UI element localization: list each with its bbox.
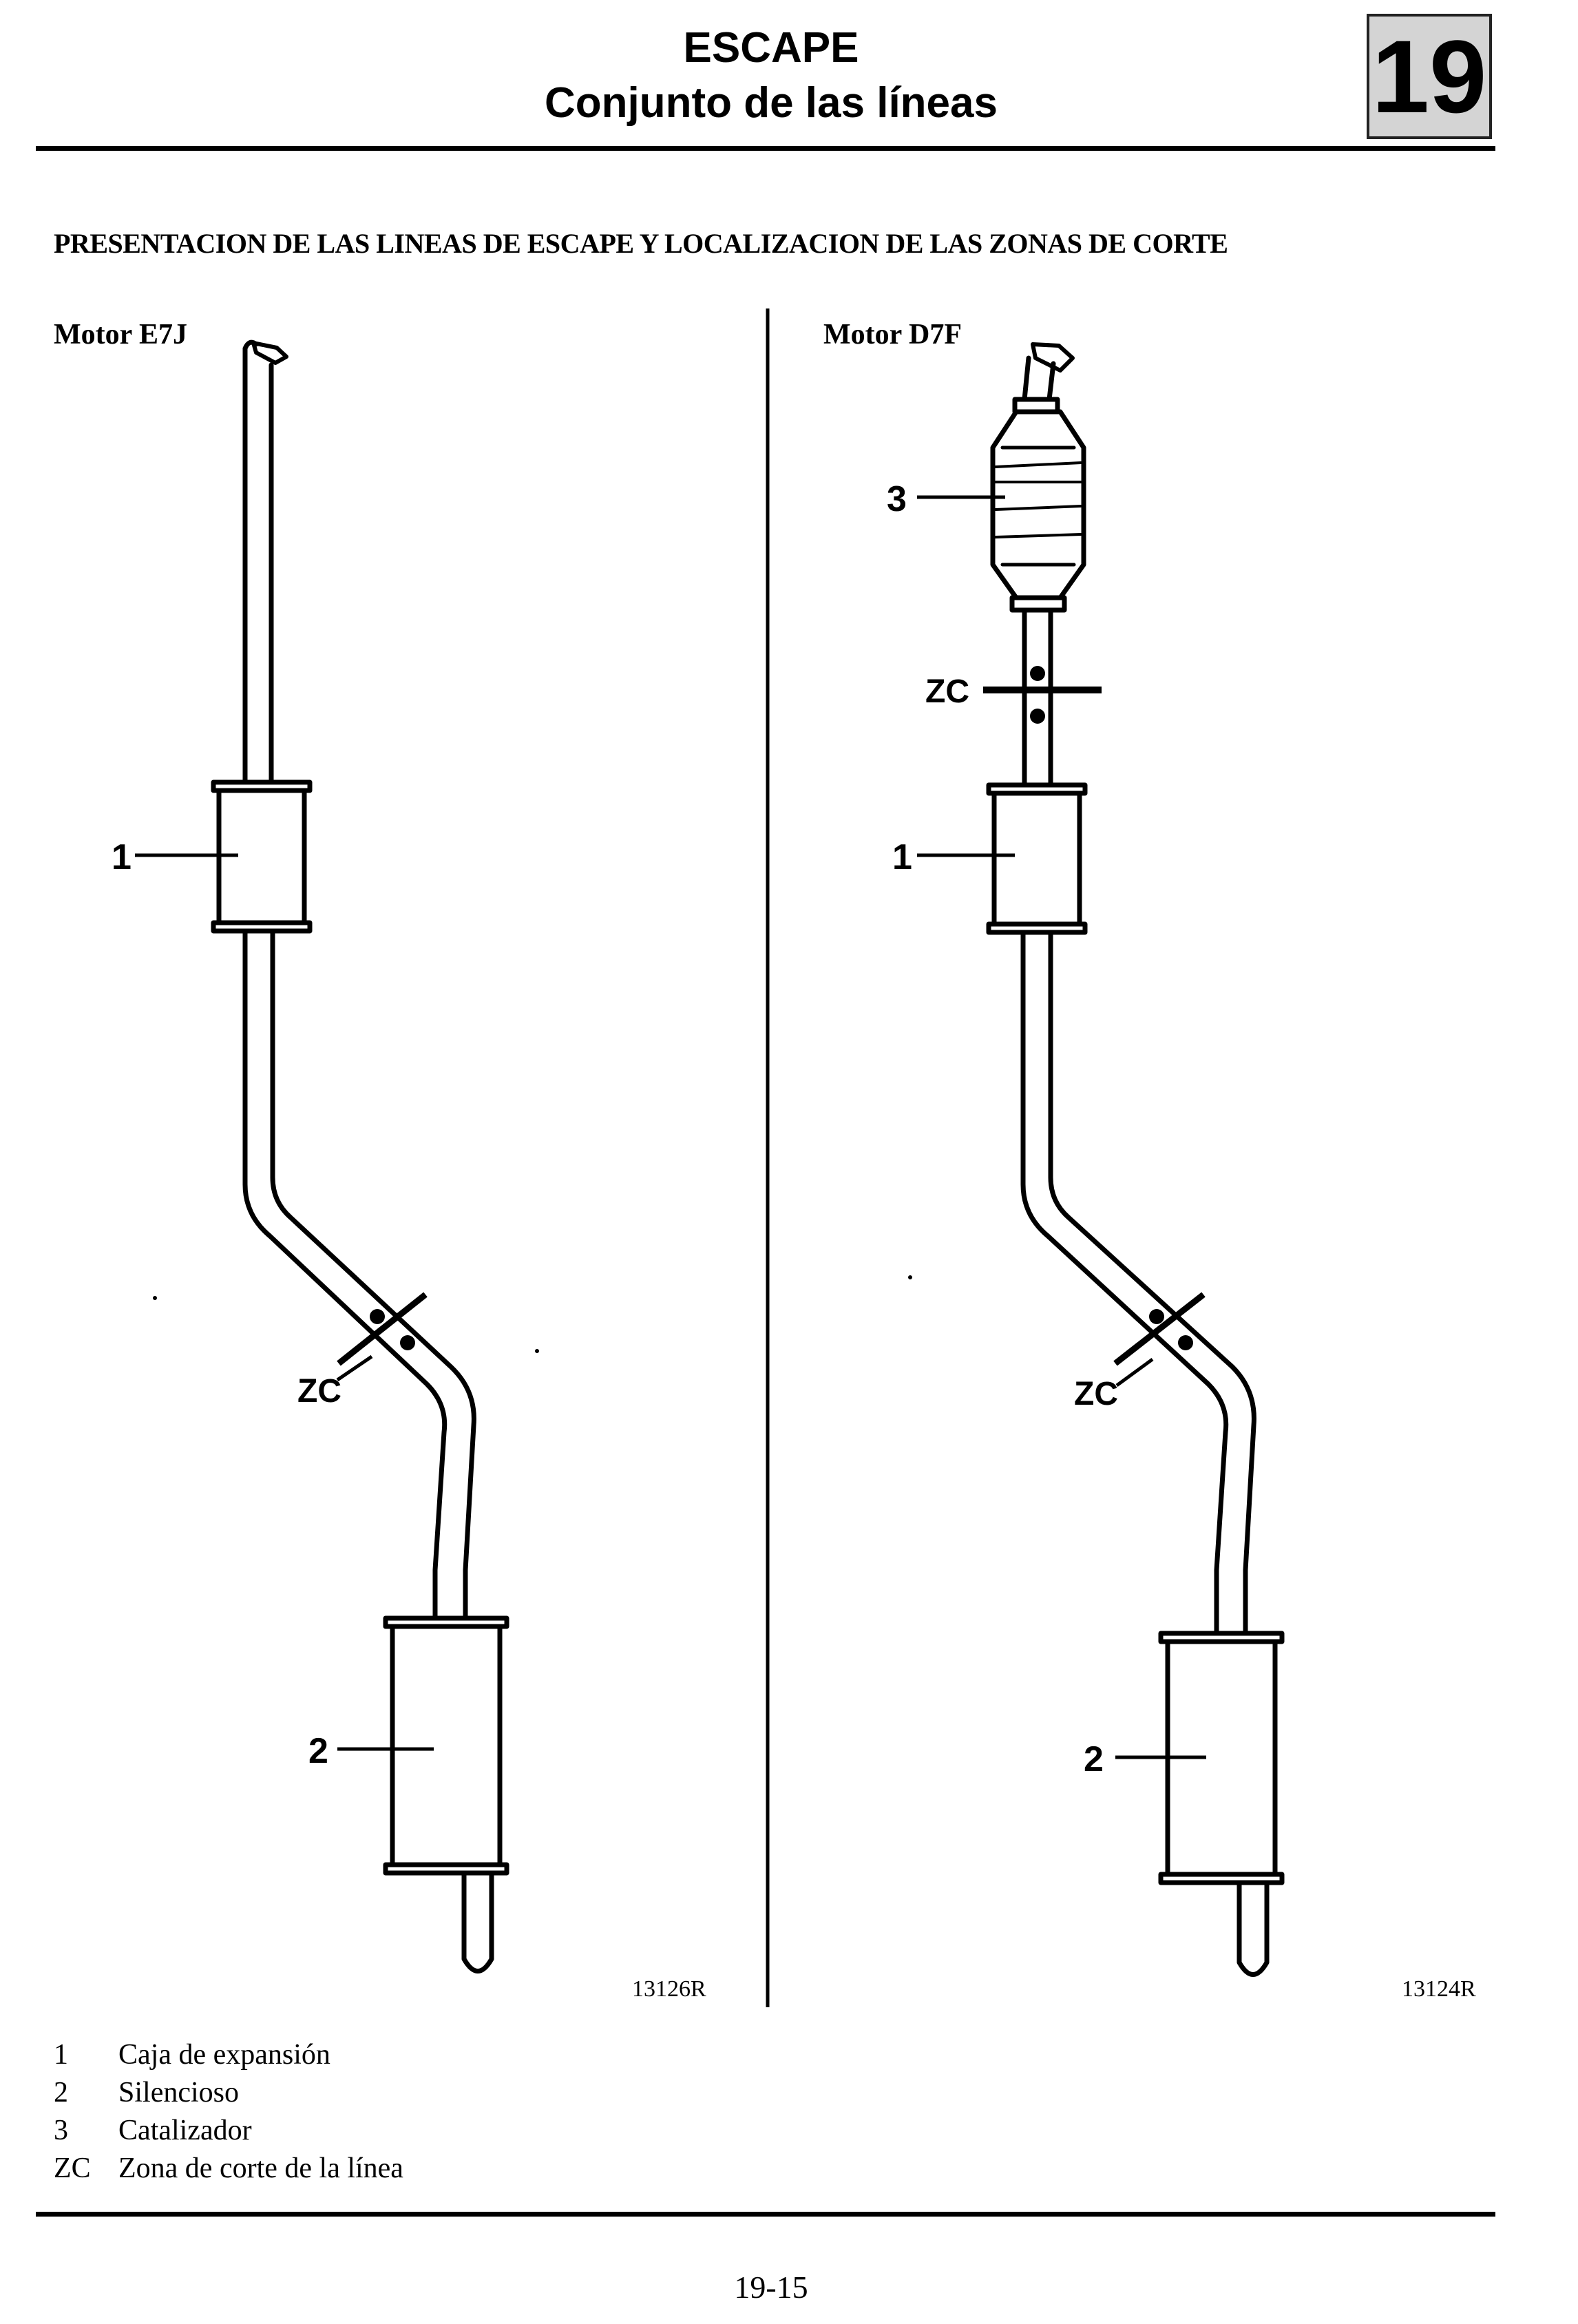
callout-3-right: 3 [887,479,907,519]
reference-code-right: 13124R [1402,1976,1476,2002]
leader-line-zc-right [1115,1357,1154,1388]
catalytic-converter [990,397,1086,613]
callout-zc-right-upper: ZC [925,673,969,710]
cut-zone-marker-right-lower [1113,1292,1206,1366]
upper-pipe [242,339,274,785]
callout-1-right: 1 [892,837,912,877]
speck [908,1275,912,1279]
exhaust-line-d7f [986,342,1285,1977]
legend-text: Silencioso [118,2077,239,2108]
cut-zone-marker-right-upper [983,666,1102,724]
tail-pipe [1237,1880,1270,1977]
middle-pipe-inner [270,928,476,1621]
legend-key: 3 [54,2115,68,2146]
footer-rule [36,2212,1495,2217]
callout-2-right: 2 [1084,1739,1104,1779]
silencer [383,1615,509,1876]
callout-zc-right-lower: ZC [1074,1376,1118,1412]
expansion-box [986,782,1088,935]
header-rule [36,146,1495,151]
inlet-pipe [1022,355,1056,402]
middle-pipe-outer [242,928,448,1621]
legend-key: 1 [54,2039,68,2071]
middle-pipe-outer [1020,930,1229,1636]
page-number: 19-15 [734,2270,808,2305]
motor-label-left: Motor E7J [54,319,188,350]
inlet-flange [251,341,288,365]
exhaust-line-e7j [211,339,509,1974]
leader-line-zc-left [336,1354,373,1382]
chapter-badge: 19 [1367,14,1492,139]
cut-zone-marker-left [337,1292,428,1366]
motor-label-right: Motor D7F [823,319,962,350]
legend-text: Zona de corte de la línea [118,2153,403,2184]
callout-2-left: 2 [308,1731,328,1771]
header-subtitle: Conjunto de las líneas [545,79,998,127]
legend-key: 2 [54,2077,68,2108]
reference-code-left: 13126R [632,1976,706,2002]
inlet-flange [1031,342,1075,373]
intermediate-pipe [1022,607,1053,788]
middle-pipe-inner [1048,930,1256,1636]
section-title: PRESENTACION DE LAS LINEAS DE ESCAPE Y L… [54,228,1228,259]
speck [153,1296,157,1300]
legend-key: ZC [54,2153,91,2184]
callout-1-left: 1 [112,837,132,877]
legend-text: Catalizador [118,2115,252,2146]
tail-pipe [461,1870,494,1974]
legend-text: Caja de expansión [118,2039,330,2071]
speck [535,1349,539,1353]
header-title: ESCAPE [683,24,859,72]
callout-zc-left: ZC [297,1373,341,1410]
